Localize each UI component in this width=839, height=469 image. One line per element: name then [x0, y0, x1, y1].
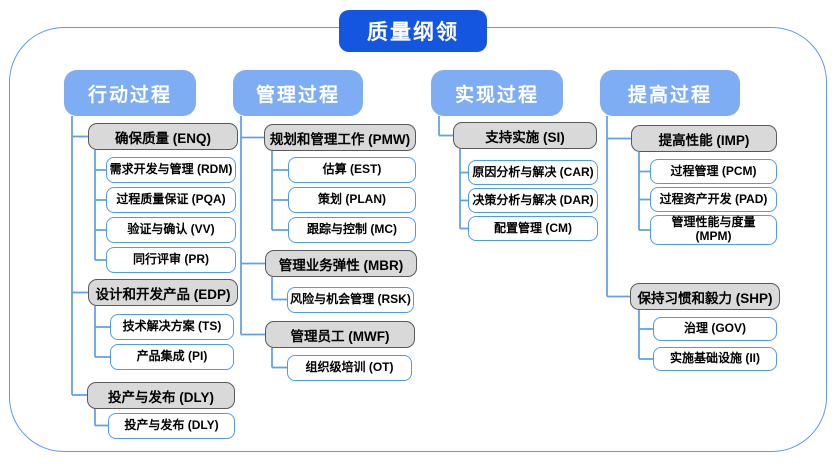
node-mpm: 管理性能与度量 (MPM) [650, 215, 777, 245]
column-header-realization-process: 实现过程 [431, 70, 563, 116]
node-ts: 技术解决方案 (TS) [110, 314, 234, 340]
column-header-management-process: 管理过程 [233, 70, 363, 116]
node-rsk: 风险与机会管理 (RSK) [287, 287, 414, 313]
node-shp: 保持习惯和毅力 (SHP) [630, 283, 780, 310]
node-dly-child: 投产与发布 (DLY) [108, 413, 235, 439]
node-car: 原因分析与解决 (CAR) [468, 160, 598, 185]
node-plan: 策划 (PLAN) [288, 187, 416, 213]
column-header-improvement-process: 提高过程 [600, 70, 740, 116]
node-gov: 治理 (GOV) [653, 317, 777, 341]
node-cm: 配置管理 (CM) [468, 216, 598, 241]
node-mbr: 管理业务弹性 (MBR) [265, 250, 417, 277]
node-mwf: 管理员工 (MWF) [265, 321, 415, 348]
node-vv: 验证与确认 (VV) [106, 217, 236, 243]
node-pr: 同行评审 (PR) [106, 247, 236, 273]
node-pqa: 过程质量保证 (PQA) [106, 187, 236, 213]
node-dar: 决策分析与解决 (DAR) [468, 188, 598, 213]
node-est: 估算 (EST) [288, 157, 416, 183]
column-header-action-process: 行动过程 [64, 70, 196, 116]
node-pad: 过程资产开发 (PAD) [650, 187, 777, 212]
diagram-title: 质量纲领 [339, 10, 487, 52]
node-imp: 提高性能 (IMP) [631, 125, 777, 152]
node-rdm: 需求开发与管理 (RDM) [106, 157, 236, 183]
node-pi: 产品集成 (PI) [110, 344, 234, 370]
node-enq: 确保质量 (ENQ) [88, 123, 238, 150]
node-ii: 实施基础设施 (II) [653, 347, 777, 371]
node-edp: 设计和开发产品 (EDP) [88, 279, 238, 306]
node-ot: 组织级培训 (OT) [287, 355, 412, 381]
node-pmw: 规划和管理工作 (PMW) [264, 124, 416, 151]
node-dly: 投产与发布 (DLY) [87, 382, 235, 409]
node-mc: 跟踪与控制 (MC) [288, 217, 416, 243]
node-pcm: 过程管理 (PCM) [650, 159, 777, 184]
node-si: 支持实施 (SI) [453, 122, 597, 149]
